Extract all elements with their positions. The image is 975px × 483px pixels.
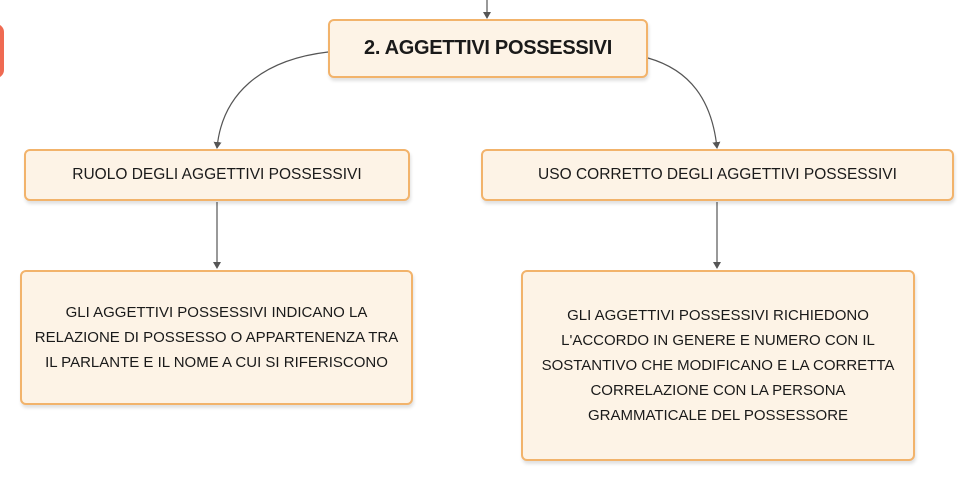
detail-left-text: GLI AGGETTIVI POSSESSIVI INDICANO LA REL… (34, 304, 399, 371)
root-topic[interactable]: 2. AGGETTIVI POSSESSIVI (328, 19, 648, 78)
subtopic-left-label: RUOLO DEGLI AGGETTIVI POSSESSIVI (72, 166, 362, 183)
side-tab[interactable] (0, 24, 4, 78)
detail-right[interactable]: GLI AGGETTIVI POSSESSIVI RICHIEDONO L'AC… (521, 270, 915, 461)
detail-left[interactable]: GLI AGGETTIVI POSSESSIVI INDICANO LA REL… (20, 270, 413, 405)
subtopic-left[interactable]: RUOLO DEGLI AGGETTIVI POSSESSIVI (24, 149, 410, 201)
subtopic-right[interactable]: USO CORRETTO DEGLI AGGETTIVI POSSESSIVI (481, 149, 954, 201)
detail-right-text: GLI AGGETTIVI POSSESSIVI RICHIEDONO L'AC… (541, 307, 895, 424)
connector-root-to-left (213, 51, 329, 149)
connector-root-to-right (647, 57, 721, 149)
subtopic-right-label: USO CORRETTO DEGLI AGGETTIVI POSSESSIVI (538, 166, 897, 183)
root-topic-label: 2. AGGETTIVI POSSESSIVI (364, 37, 612, 59)
